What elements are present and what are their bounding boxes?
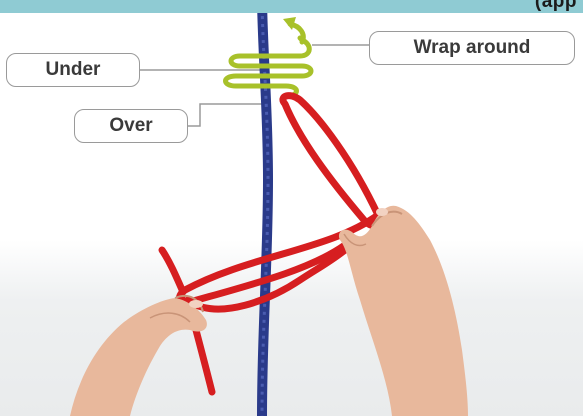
wrap-around-label-text: Wrap around [414, 37, 531, 59]
under-label: Under [6, 53, 140, 87]
left-hand [70, 296, 207, 416]
working-rope-loop [283, 96, 379, 226]
wrap-around-label: Wrap around [369, 31, 575, 65]
right-hand [339, 206, 468, 416]
working-rope-tail-up [162, 250, 183, 292]
header-bar: (app [0, 0, 583, 13]
over-label-text: Over [109, 115, 152, 137]
over-label: Over [74, 109, 188, 143]
over-leader-line [188, 104, 268, 126]
under-label-text: Under [46, 59, 101, 81]
header-partial-text: (app [535, 0, 577, 13]
